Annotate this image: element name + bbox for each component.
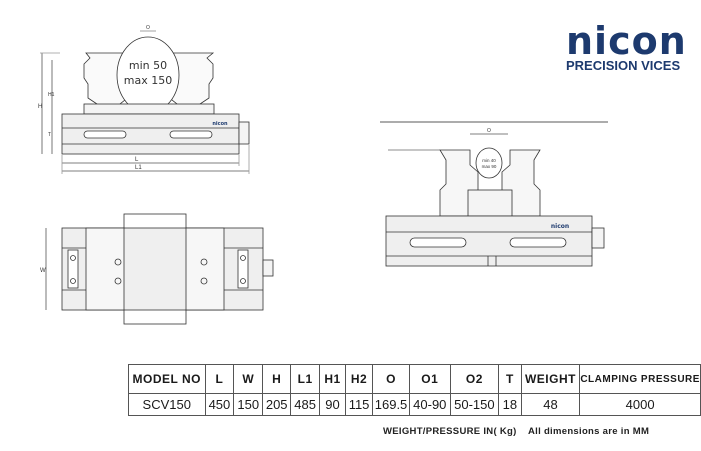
top-right-bolt-lower bbox=[200, 277, 208, 285]
cell-O: 169.5 bbox=[372, 393, 410, 416]
top-right-bolt-upper bbox=[200, 258, 208, 266]
side-jaw-label-max: max 90 bbox=[482, 164, 497, 169]
front-jaw-label-max: max 150 bbox=[124, 74, 172, 87]
units-footnote: WEIGHT/PRESSURE IN( Kg) All dimensions a… bbox=[383, 426, 650, 437]
cell-weight: 48 bbox=[520, 393, 581, 416]
col-H2: H2 bbox=[345, 364, 374, 394]
col-model-no: MODEL NO bbox=[128, 364, 206, 394]
col-L: L bbox=[204, 364, 235, 394]
logo-tagline: PRECISION VICES bbox=[566, 58, 681, 73]
front-right-slot bbox=[169, 130, 213, 139]
side-dim-O: O bbox=[487, 128, 491, 134]
cell-clamping-pressure: 4000 bbox=[579, 393, 701, 416]
top-right-jaw bbox=[185, 227, 225, 311]
cell-T: 18 bbox=[498, 393, 522, 416]
col-H1: H1 bbox=[319, 364, 347, 394]
side-workpiece-circle bbox=[475, 147, 503, 179]
front-dim-O: O bbox=[146, 25, 150, 31]
spec-table: MODEL NO L W H L1 H1 H2 O O1 O2 T WEIGHT… bbox=[128, 364, 701, 416]
col-L1: L1 bbox=[290, 364, 321, 394]
col-clamping-pressure: CLAMPING PRESSURE bbox=[579, 364, 701, 394]
col-O2: O2 bbox=[449, 364, 500, 394]
cell-W: 150 bbox=[233, 393, 264, 416]
front-body-logo: nicon bbox=[212, 121, 228, 127]
table-row: SCV150 450 150 205 485 90 115 169.5 40-9… bbox=[128, 393, 701, 416]
cell-L: 450 bbox=[204, 393, 235, 416]
side-view: min 40 max 90 O nicon bbox=[380, 121, 608, 267]
top-left-bolt-lower bbox=[114, 277, 122, 285]
cell-O2: 50-150 bbox=[449, 393, 500, 416]
side-left-slot bbox=[409, 237, 467, 248]
cell-model-no: SCV150 bbox=[128, 393, 206, 416]
side-jaw-label-min: min 40 bbox=[482, 158, 496, 163]
top-view: W bbox=[40, 213, 274, 325]
spec-table-header-row: MODEL NO L W H L1 H1 H2 O O1 O2 T WEIGHT… bbox=[128, 364, 701, 394]
cell-H2: 115 bbox=[345, 393, 374, 416]
front-dim-L1: L1 bbox=[135, 165, 142, 171]
cell-H: 205 bbox=[262, 393, 292, 416]
front-view: min 50 max 150 nicon H H1 T bbox=[38, 25, 250, 174]
front-dim-L: L bbox=[135, 157, 139, 163]
col-W: W bbox=[233, 364, 264, 394]
cell-L1: 485 bbox=[290, 393, 321, 416]
top-left-bolt-upper bbox=[114, 258, 122, 266]
logo-wordmark: nicon bbox=[566, 19, 687, 63]
front-dim-H1: H1 bbox=[48, 92, 55, 98]
top-dim-W: W bbox=[40, 268, 46, 274]
side-body-logo: nicon bbox=[551, 223, 569, 230]
col-weight: WEIGHT bbox=[520, 364, 581, 394]
col-H: H bbox=[262, 364, 292, 394]
front-jaw-label-min: min 50 bbox=[129, 59, 167, 72]
side-right-slot bbox=[509, 237, 567, 248]
col-O: O bbox=[372, 364, 410, 394]
col-O1: O1 bbox=[408, 364, 451, 394]
front-jaw-plate bbox=[83, 103, 215, 115]
top-left-jaw bbox=[85, 227, 125, 311]
col-T: T bbox=[498, 364, 522, 394]
brand-logo: nicon PRECISION VICES bbox=[566, 22, 686, 73]
front-left-slot bbox=[83, 130, 127, 139]
front-dim-T: T bbox=[48, 132, 51, 138]
front-dim-H: H bbox=[38, 104, 42, 110]
cell-H1: 90 bbox=[319, 393, 347, 416]
cell-O1: 40-90 bbox=[408, 393, 451, 416]
